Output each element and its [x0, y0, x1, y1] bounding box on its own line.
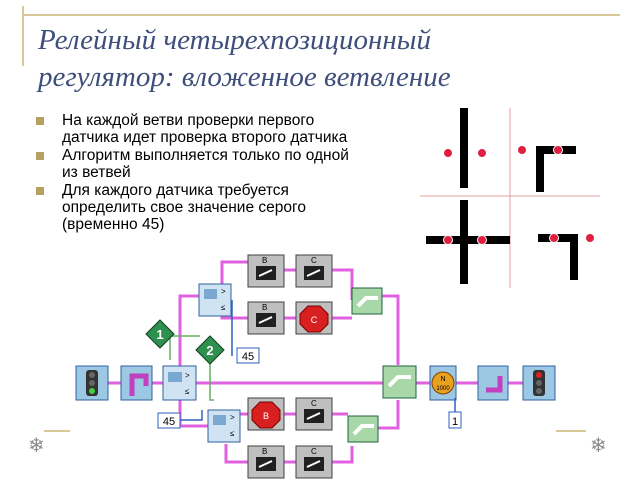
title-line-2: регулятор: вложенное ветвление: [38, 61, 451, 93]
switch-merge-top[interactable]: [351, 287, 383, 315]
loop-counter-block[interactable]: N 1000: [429, 365, 457, 401]
top-rule: [22, 14, 620, 16]
svg-text:>: >: [185, 371, 190, 380]
position-straight: [443, 108, 487, 188]
motor-block-c-low[interactable]: C: [295, 397, 333, 431]
bottom-rule-left: [44, 430, 70, 432]
bullet-item: Для каждого датчика требуется определить…: [36, 182, 366, 233]
bullet-item: На каждой ветви проверки первого датчика…: [36, 112, 366, 146]
sensor-1-diamond[interactable]: 1: [145, 319, 175, 349]
slide-title: Релейный четырехпозиционный регулятор: в…: [38, 22, 598, 96]
switch-block-sensor-1[interactable]: > ≤: [162, 365, 197, 401]
start-block[interactable]: [75, 365, 109, 401]
motor-block-c-bottom[interactable]: C: [295, 445, 333, 479]
port-label: B: [262, 256, 267, 265]
snowflake-ornament-icon: ❄: [590, 435, 607, 457]
loop-count-constant[interactable]: 1: [448, 398, 462, 429]
stop-port-label: C: [311, 315, 318, 325]
sensor-2-diamond[interactable]: 2: [195, 335, 225, 365]
port-label: C: [311, 447, 317, 456]
wires: [108, 260, 523, 464]
motor-block-b-mid[interactable]: B: [247, 301, 285, 335]
bullet-list: На каждой ветви проверки первого датчика…: [36, 112, 366, 234]
sensor-label: 2: [206, 343, 213, 358]
title-line-1: Релейный четырехпозиционный: [38, 24, 431, 56]
threshold-constant-bottom[interactable]: 45: [157, 412, 181, 429]
timer-label: N: [440, 376, 445, 383]
bottom-rule-right: [556, 430, 586, 432]
timer-value: 1000: [436, 386, 450, 392]
stop-block-c[interactable]: C: [295, 301, 333, 335]
svg-text:>: >: [221, 287, 226, 296]
switch-merge-outer[interactable]: [382, 365, 417, 399]
threshold-value: 45: [163, 416, 175, 428]
port-label: C: [311, 256, 317, 265]
switch-block-bottom[interactable]: > ≤: [207, 409, 241, 443]
loop-count-value: 1: [452, 416, 458, 428]
svg-text:≤: ≤: [230, 429, 235, 438]
position-turn-left: [538, 233, 595, 280]
snowflake-ornament-icon: ❄: [28, 435, 45, 457]
quadrant-grid: [420, 108, 600, 288]
port-label: B: [262, 303, 267, 312]
port-label: B: [262, 447, 267, 456]
sensor-label: 1: [156, 327, 163, 342]
port-label: C: [311, 399, 317, 408]
square-bullet-icon: [36, 187, 44, 195]
motor-block-b-top[interactable]: B: [247, 254, 285, 288]
left-rule: [22, 6, 24, 66]
svg-text:≤: ≤: [221, 303, 226, 312]
position-crossing: [426, 200, 510, 284]
switch-merge-bottom[interactable]: [347, 415, 379, 443]
loop-start-block[interactable]: [120, 365, 153, 401]
position-turn-right: [517, 145, 576, 192]
bullet-text: На каждой ветви проверки первого датчика…: [62, 112, 348, 146]
bullet-text: Алгоритм выполняется только по одной из …: [62, 147, 349, 181]
bullet-text: Для каждого датчика требуется определить…: [62, 182, 306, 233]
threshold-value: 45: [242, 351, 254, 363]
motor-block-c-top[interactable]: C: [295, 254, 333, 288]
switch-block-top[interactable]: > ≤: [198, 283, 232, 317]
bullet-item: Алгоритм выполняется только по одной из …: [36, 147, 366, 181]
square-bullet-icon: [36, 117, 44, 125]
stop-block-b[interactable]: B: [247, 397, 285, 431]
end-block[interactable]: [522, 365, 556, 401]
svg-text:>: >: [230, 413, 235, 422]
motor-block-b-bottom[interactable]: B: [247, 445, 285, 479]
stop-port-label: B: [263, 411, 269, 421]
svg-text:≤: ≤: [185, 387, 190, 396]
loop-end-block[interactable]: [477, 365, 509, 401]
square-bullet-icon: [36, 152, 44, 160]
threshold-constant-top[interactable]: 45: [236, 347, 260, 364]
